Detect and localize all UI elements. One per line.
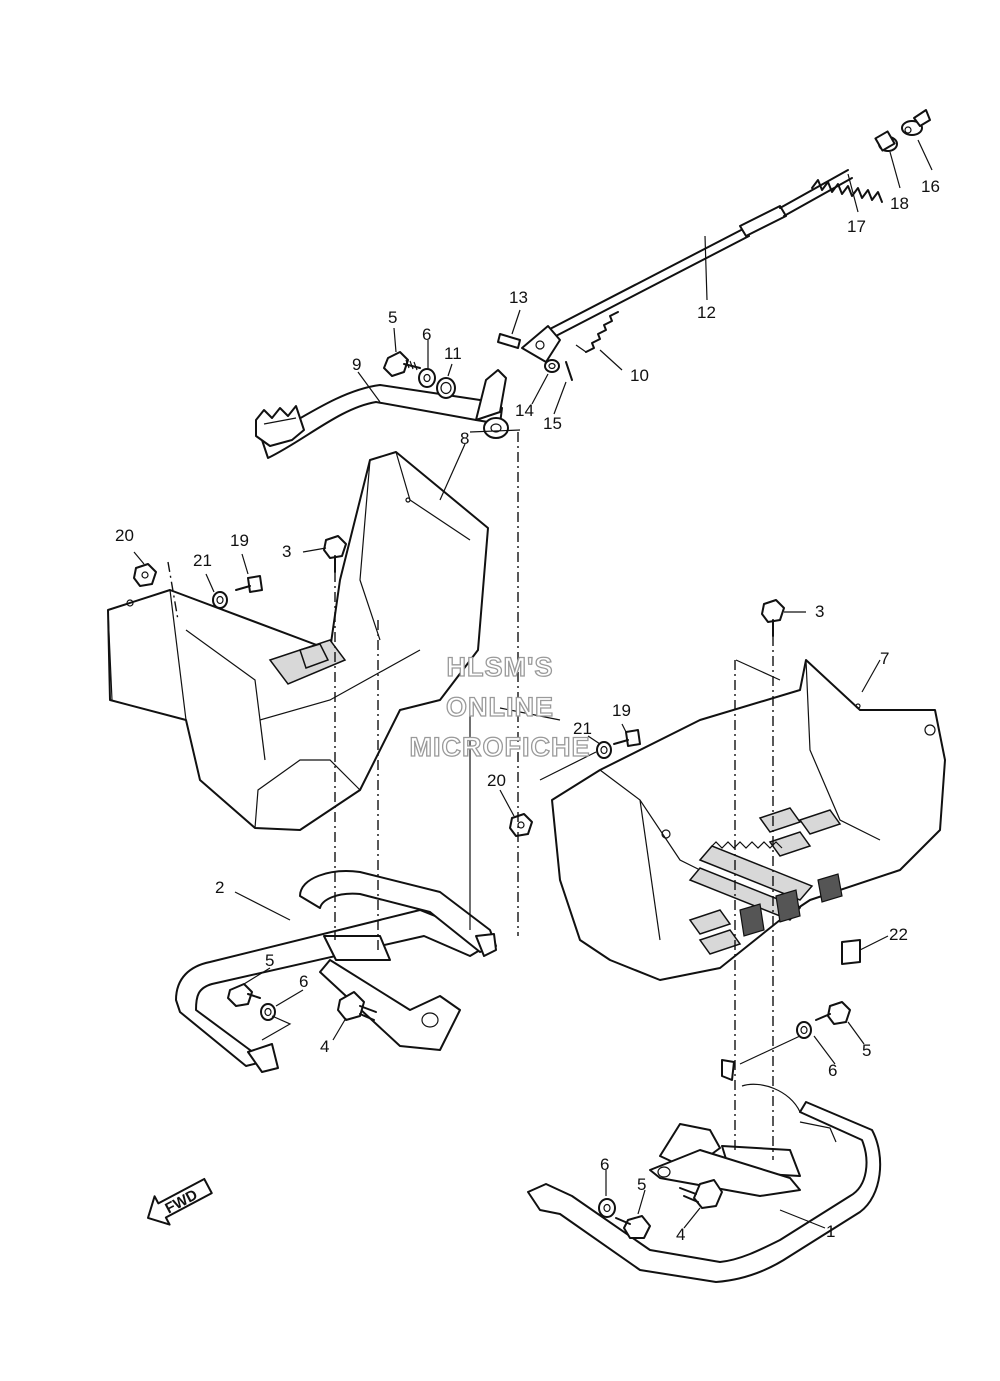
nut-20-left — [133, 563, 157, 587]
callout-10: 10 — [630, 366, 649, 385]
right-footrest-frame — [527, 1059, 882, 1283]
screw-19-right — [613, 729, 641, 747]
watermark-line-1: HLSM'S — [447, 652, 554, 682]
callout-2: 2 — [215, 878, 224, 897]
callout-14: 14 — [515, 401, 534, 420]
nut-20-right — [509, 813, 533, 837]
washer-6-right-upper — [796, 1021, 812, 1039]
pivot-pin — [497, 333, 521, 349]
left-footrest-frame — [175, 870, 497, 1073]
wing-nut — [901, 109, 931, 136]
watermark-line-2: ONLINE — [446, 692, 554, 722]
washer-6-top — [418, 368, 436, 388]
bolt-5-top — [383, 351, 421, 377]
bushing-11 — [436, 377, 456, 399]
callout-5-right-upper: 5 — [862, 1041, 871, 1060]
bolt-5-left — [227, 983, 261, 1007]
callout-5-right-lower: 5 — [637, 1175, 646, 1194]
callout-6-left: 6 — [299, 972, 308, 991]
watermark: HLSM'S ONLINE MICROFICHE — [409, 651, 591, 762]
right-board-treads — [688, 807, 843, 955]
callout-6-right-lower: 6 — [600, 1155, 609, 1174]
callout-17: 17 — [847, 217, 866, 236]
washer-6-right-lower — [598, 1198, 616, 1218]
callout-9: 9 — [352, 355, 361, 374]
label-22 — [841, 939, 861, 965]
callout-7: 7 — [880, 649, 889, 668]
cotter-pin — [565, 361, 573, 381]
screw-19-left — [235, 575, 263, 593]
fwd-arrow: FWD — [146, 1177, 213, 1226]
callout-12: 12 — [697, 303, 716, 322]
rod-spring — [811, 179, 883, 203]
callout-6-top: 6 — [422, 325, 431, 344]
callout-22: 22 — [889, 925, 908, 944]
callout-4-right: 4 — [676, 1225, 685, 1244]
callout-20-right: 20 — [487, 771, 506, 790]
brake-pedal — [255, 369, 509, 459]
watermark-line-3: MICROFICHE — [410, 732, 591, 762]
bolt-5-right-lower — [615, 1215, 651, 1239]
adjusting-nut — [874, 130, 898, 152]
callout-8: 8 — [460, 429, 469, 448]
callout-3-left: 3 — [282, 542, 291, 561]
callout-19-left: 19 — [230, 531, 249, 550]
callout-5-top: 5 — [388, 308, 397, 327]
callout-5-left: 5 — [265, 951, 274, 970]
washer-21-left — [212, 591, 228, 609]
callout-4-left: 4 — [320, 1037, 329, 1056]
brake-rod — [547, 169, 853, 339]
callout-13: 13 — [509, 288, 528, 307]
washer-6-left — [260, 1003, 276, 1021]
assembly-lines — [167, 429, 801, 1160]
callout-21-right: 21 — [573, 719, 592, 738]
return-spring — [575, 311, 619, 353]
callout-1: 1 — [826, 1222, 835, 1241]
bolt-3-left — [323, 535, 347, 573]
brake-arm — [521, 325, 561, 363]
leader-lines — [133, 139, 933, 1229]
callout-19-right: 19 — [612, 701, 631, 720]
bolt-4-right — [679, 1179, 723, 1209]
callout-6-right-upper: 6 — [828, 1061, 837, 1080]
bolt-4-left — [337, 991, 377, 1021]
washer-14 — [544, 359, 560, 373]
bolt-5-right-upper — [815, 1001, 851, 1025]
callout-15: 15 — [543, 414, 562, 433]
callout-18: 18 — [890, 194, 909, 213]
callout-labels: 1 2 3 3 4 4 5 5 5 5 6 6 6 6 7 8 9 10 11 … — [115, 177, 940, 1244]
bolt-3-right — [761, 599, 785, 637]
washer-21-right — [596, 741, 612, 759]
callout-20-left: 20 — [115, 526, 134, 545]
callout-16: 16 — [921, 177, 940, 196]
callout-3-right: 3 — [815, 602, 824, 621]
callout-11: 11 — [444, 344, 462, 363]
left-footrest-board — [107, 451, 489, 831]
right-footrest-board — [551, 659, 946, 981]
callout-21-left: 21 — [193, 551, 212, 570]
